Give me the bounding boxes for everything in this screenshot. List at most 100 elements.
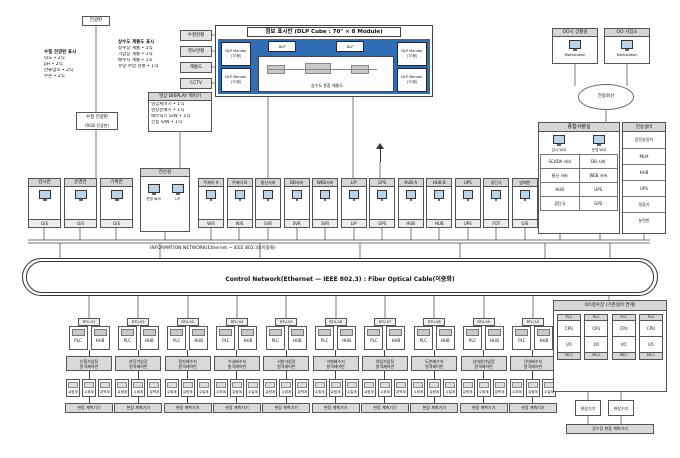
remote-room-2: OO 사업소 Workstation bbox=[604, 28, 650, 64]
console-header: 기록반 bbox=[101, 179, 132, 187]
unit-header: 주제어 A bbox=[199, 179, 223, 187]
device-icon bbox=[348, 190, 359, 201]
field-device: 유량계 bbox=[229, 379, 244, 397]
hub-box: HUB bbox=[90, 326, 110, 350]
console-caption: O/S bbox=[101, 219, 132, 227]
field-device: 유량계 bbox=[361, 379, 376, 397]
field-device: 수위계 bbox=[377, 379, 392, 397]
dlp-module: DLP Monitor (70형) bbox=[221, 42, 251, 66]
rack-row: 정류기 bbox=[623, 196, 665, 212]
remote-station-column: RTU-10 PLC HUB 단대배수지 원격제어반 수위계 유량계 수질계 현… bbox=[508, 318, 557, 413]
plc-box: PLC bbox=[265, 326, 285, 350]
monitor-icon bbox=[38, 190, 51, 201]
console-header: 감시반 bbox=[29, 179, 60, 187]
station-label: 단대배수지 원격제어반 bbox=[509, 356, 556, 371]
unit-caption: O/S bbox=[512, 219, 537, 227]
unit-header: WEB서버 bbox=[313, 179, 338, 187]
hub-box: HUB bbox=[534, 326, 554, 350]
hub-box: HUB bbox=[485, 326, 505, 350]
plc-box: PLC bbox=[364, 326, 384, 350]
panel-cell: UPS bbox=[578, 182, 618, 197]
console-header: 운영반 bbox=[65, 179, 96, 187]
field-device-row: 유량계 수위계 압력계 bbox=[361, 379, 408, 397]
connector-line bbox=[137, 371, 139, 379]
plant-footer: 정수장 현장 계측기기 bbox=[566, 424, 654, 434]
field-device: 수위계 bbox=[476, 379, 491, 397]
field-device: 유량계 bbox=[525, 379, 540, 397]
ctrl-item: 전용 S/W • 1식 bbox=[151, 120, 183, 125]
device-icon bbox=[234, 190, 245, 201]
system-map-list: 상수도 계통도 표시 정수장 계통 • 1식 가압장 계통 • 1식 배수지 계… bbox=[118, 40, 176, 70]
module-caption: MCC bbox=[557, 353, 581, 360]
module-cell: CPU bbox=[611, 321, 636, 337]
remote-station-column: RTU-05 PLC HUB 서현가압장 원격제어반 유량계 수위계 압력계 현… bbox=[262, 318, 311, 413]
hub-box: HUB bbox=[139, 326, 159, 350]
station-label: 야탑가압장 원격제어반 bbox=[361, 356, 408, 371]
ops-room-box: 전산실 운영 W/S L/P bbox=[140, 168, 190, 232]
module-caption: MCC bbox=[584, 353, 609, 360]
rtu-tag: RTU-07 bbox=[373, 318, 396, 326]
field-device-row: 유량계 수위계 압력계 bbox=[66, 379, 112, 397]
process-shape bbox=[305, 63, 331, 74]
panel-cell: SCADA 서버 bbox=[540, 154, 580, 169]
wan-cloud: 전용회선 bbox=[578, 84, 634, 110]
connector-line bbox=[433, 371, 435, 379]
rtu-tag: RTU-01 bbox=[78, 318, 100, 326]
field-device: 수위계 bbox=[312, 379, 327, 397]
connector-line bbox=[483, 397, 485, 403]
monitor-icon bbox=[74, 190, 87, 201]
hub-box: HUB bbox=[435, 326, 455, 350]
side-tag: 계통도 bbox=[180, 62, 212, 73]
equipment-unit: 광단국 FOT bbox=[483, 178, 510, 228]
remote-station-column: RTU-03 PLC HUB 정자배수지 원격제어반 수위계 유량계 수질계 현… bbox=[163, 318, 212, 413]
hub-box: HUB bbox=[386, 326, 406, 350]
unit-caption: SVR bbox=[284, 219, 309, 227]
ctrl-item: 영상제어기 • 1식 bbox=[151, 102, 185, 107]
plc-module: PLC CPU I/O MCC bbox=[557, 314, 581, 360]
room2-title: OO 사업소 bbox=[605, 29, 649, 37]
plc-box: PLC bbox=[463, 326, 483, 350]
plc-module: PLC CPU I/O MCC bbox=[584, 314, 609, 360]
field-device: 수위계 bbox=[213, 379, 228, 397]
rtu-tag: RTU-10 bbox=[521, 318, 544, 326]
equipment-unit: L/P L/P bbox=[340, 178, 367, 228]
unit-caption: W/S bbox=[227, 219, 252, 227]
unit-caption: W/S bbox=[199, 219, 223, 227]
room2-caption: Workstation bbox=[616, 53, 638, 57]
connector-line bbox=[335, 350, 337, 356]
remote-station-column: RTU-01 PLC HUB 신흥가압장 원격제어반 유량계 수위계 압력계 현… bbox=[65, 318, 113, 413]
field-device: 유량계 bbox=[180, 379, 195, 397]
unit-header: GPS bbox=[370, 179, 395, 187]
device-icon bbox=[491, 190, 502, 201]
control-network-ring-inner: Control Network(Ethernet — IEEE 802.3) :… bbox=[26, 261, 654, 293]
list2-item: 배수지 계통 • 1식 bbox=[118, 58, 153, 63]
connector-line bbox=[236, 371, 238, 379]
station-footer: 현장 계측기기 bbox=[311, 403, 360, 413]
station-label: 신흥가압장 원격제어반 bbox=[66, 356, 112, 371]
station-label: 서현가압장 원격제어반 bbox=[263, 356, 310, 371]
field-device: 수위계 bbox=[164, 379, 179, 397]
operator-console: 기록반 O/S bbox=[100, 178, 133, 228]
plc-box: PLC bbox=[413, 326, 433, 350]
unit-caption: HUB bbox=[427, 219, 452, 227]
equipment-unit: 방재반 O/S bbox=[511, 178, 538, 228]
field-device-row: 수위계 유량계 수질계 bbox=[312, 379, 359, 397]
device-icon bbox=[377, 190, 388, 201]
plc-module: PLC CPU I/O MCC bbox=[638, 314, 663, 360]
rtu-tag: RTU-02 bbox=[127, 318, 150, 326]
field-device-row: 수위계 유량계 수질계 bbox=[509, 379, 556, 397]
rack-row: UPS bbox=[623, 180, 665, 196]
module-caption: MCC bbox=[638, 353, 663, 360]
rtu-tag: RTU-09 bbox=[472, 318, 495, 326]
remote-station-column: RTU-09 PLC HUB 상대원가압장 원격제어반 유량계 수위계 압력계 … bbox=[459, 318, 508, 413]
station-label: 정자배수지 원격제어반 bbox=[164, 356, 211, 371]
rtu-tag: RTU-03 bbox=[176, 318, 199, 326]
field-device: 수위계 bbox=[82, 379, 96, 397]
module-tag: PLC bbox=[584, 314, 609, 321]
gps-antenna-icon bbox=[376, 143, 384, 162]
connector-line bbox=[88, 371, 90, 379]
monitor-icon bbox=[147, 184, 160, 195]
rack-row: MUX bbox=[623, 148, 665, 164]
remote-room-1: OO시 상황실 Workstation bbox=[552, 28, 598, 64]
unit-caption: SVR bbox=[256, 219, 281, 227]
